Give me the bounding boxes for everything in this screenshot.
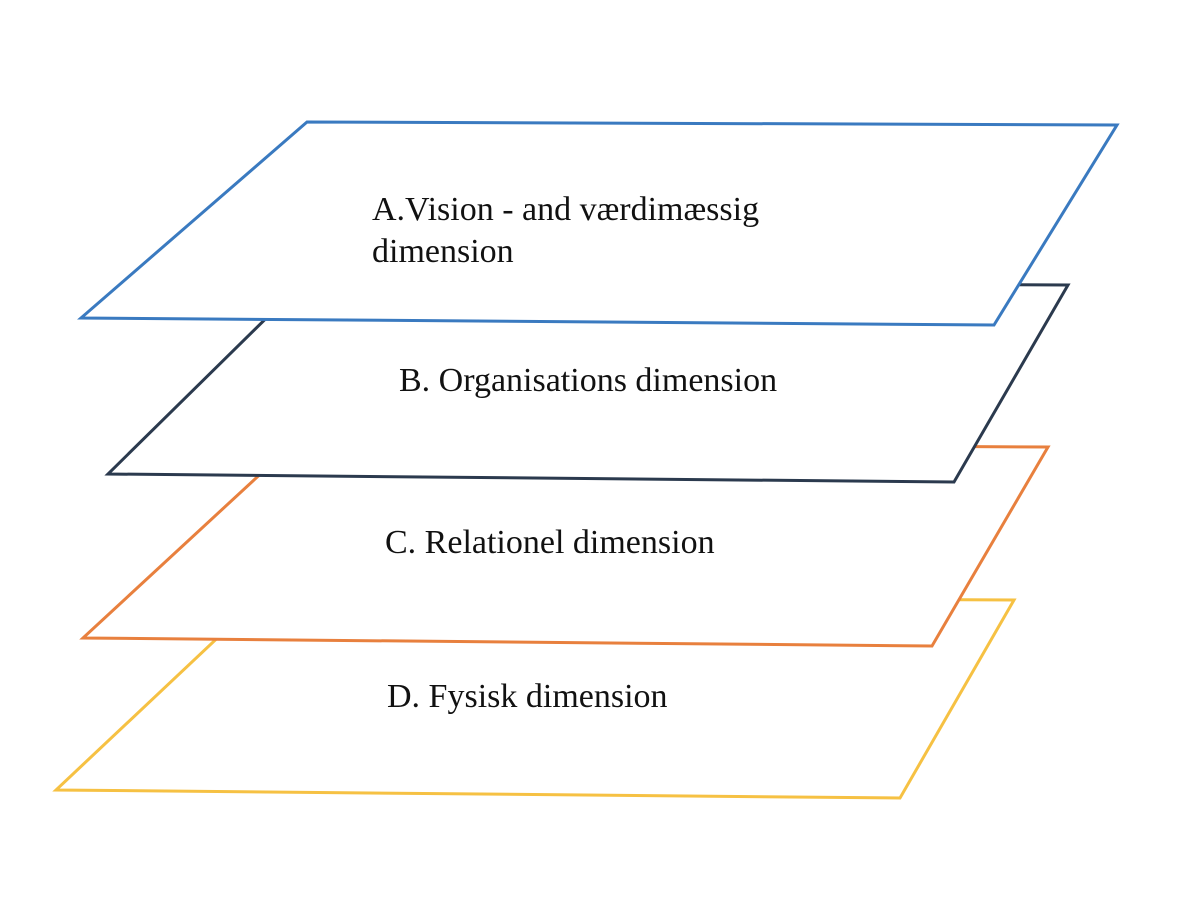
layer-a-label-line-2: dimension: [372, 233, 514, 270]
layer-d-label: D. Fysisk dimension: [387, 678, 668, 715]
layer-d: D. Fysisk dimension: [52, 594, 1017, 800]
layer-a-plane: [77, 120, 1120, 327]
layer-b-label: B. Organisations dimension: [399, 362, 777, 399]
layer-a-label-line-1: A.Vision - and værdimæssig: [372, 191, 759, 228]
layer-c: C. Relationel dimension: [79, 441, 1051, 648]
layer-a: A.Vision - and værdimæssig dimension: [77, 120, 1120, 327]
layer-b: B. Organisations dimension: [104, 279, 1071, 484]
layer-c-label: C. Relationel dimension: [385, 524, 715, 561]
